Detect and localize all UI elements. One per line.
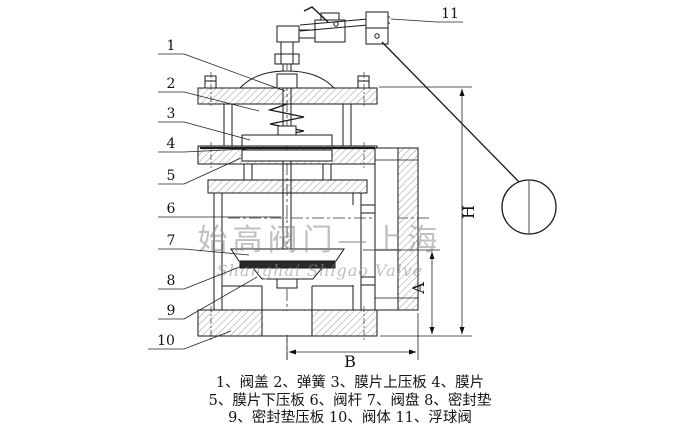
callout-number-4: 4 — [167, 136, 176, 152]
lower-pressure-plate — [241, 149, 333, 162]
upper-pressure-plate — [241, 134, 333, 147]
callout-number-7: 7 — [167, 233, 176, 249]
valve-stem — [282, 88, 292, 249]
watermark: 始高阀门—上海 Shanghai Shigao Valve — [198, 223, 443, 280]
dimension-lines — [286, 86, 472, 360]
float-rod — [381, 41, 524, 187]
callout-number-8: 8 — [167, 273, 176, 289]
callout-number-3: 3 — [167, 106, 176, 122]
disc-assembly — [230, 248, 345, 289]
callout-number-9: 9 — [167, 303, 176, 319]
valve-neck — [243, 164, 332, 180]
pilot-valve — [274, 6, 391, 74]
float-ball — [501, 179, 557, 235]
watermark-cn: 始高阀门—上海 — [198, 223, 443, 258]
legend-line-3: 9、密封垫压板 10、阀体 11、浮球阀 — [228, 410, 472, 426]
dim-label-A: A — [409, 282, 428, 295]
callout-numbers: 1 2 3 4 5 6 7 8 9 10 11 — [157, 6, 459, 349]
callout-number-10: 10 — [157, 333, 175, 349]
pilot-handle — [303, 6, 329, 23]
callout-number-2: 2 — [167, 76, 176, 92]
valve-body — [197, 179, 378, 337]
valve-disc — [230, 248, 345, 262]
parts-legend: 1、阀盖 2、弹簧 3、膜片上压板 4、膜片 5、膜片下压板 6、阀杆 7、阀盘… — [0, 375, 700, 428]
callout-leaders — [148, 18, 463, 350]
dim-label-H: H — [459, 205, 478, 219]
legend-line-2: 5、膜片下压板 6、阀杆 7、阀盘 8、密封垫 — [208, 392, 492, 409]
watermark-en: Shanghai Shigao Valve — [217, 261, 424, 280]
outlet-flange — [361, 147, 419, 311]
callout-number-5: 5 — [167, 168, 176, 184]
callout-number-6: 6 — [167, 201, 176, 217]
legend-line-1: 1、阀盖 2、弹簧 3、膜片上压板 4、膜片 — [215, 375, 485, 391]
bolt-centerlines — [210, 72, 365, 340]
callout-number-1: 1 — [167, 38, 176, 54]
diaphragm-assembly — [197, 125, 378, 165]
callout-number-11: 11 — [441, 6, 459, 22]
bonnet — [197, 70, 378, 146]
gasket-clamp-plate — [251, 267, 324, 280]
dim-label-B: B — [344, 352, 356, 371]
dimension-labels: H A B — [344, 205, 478, 371]
